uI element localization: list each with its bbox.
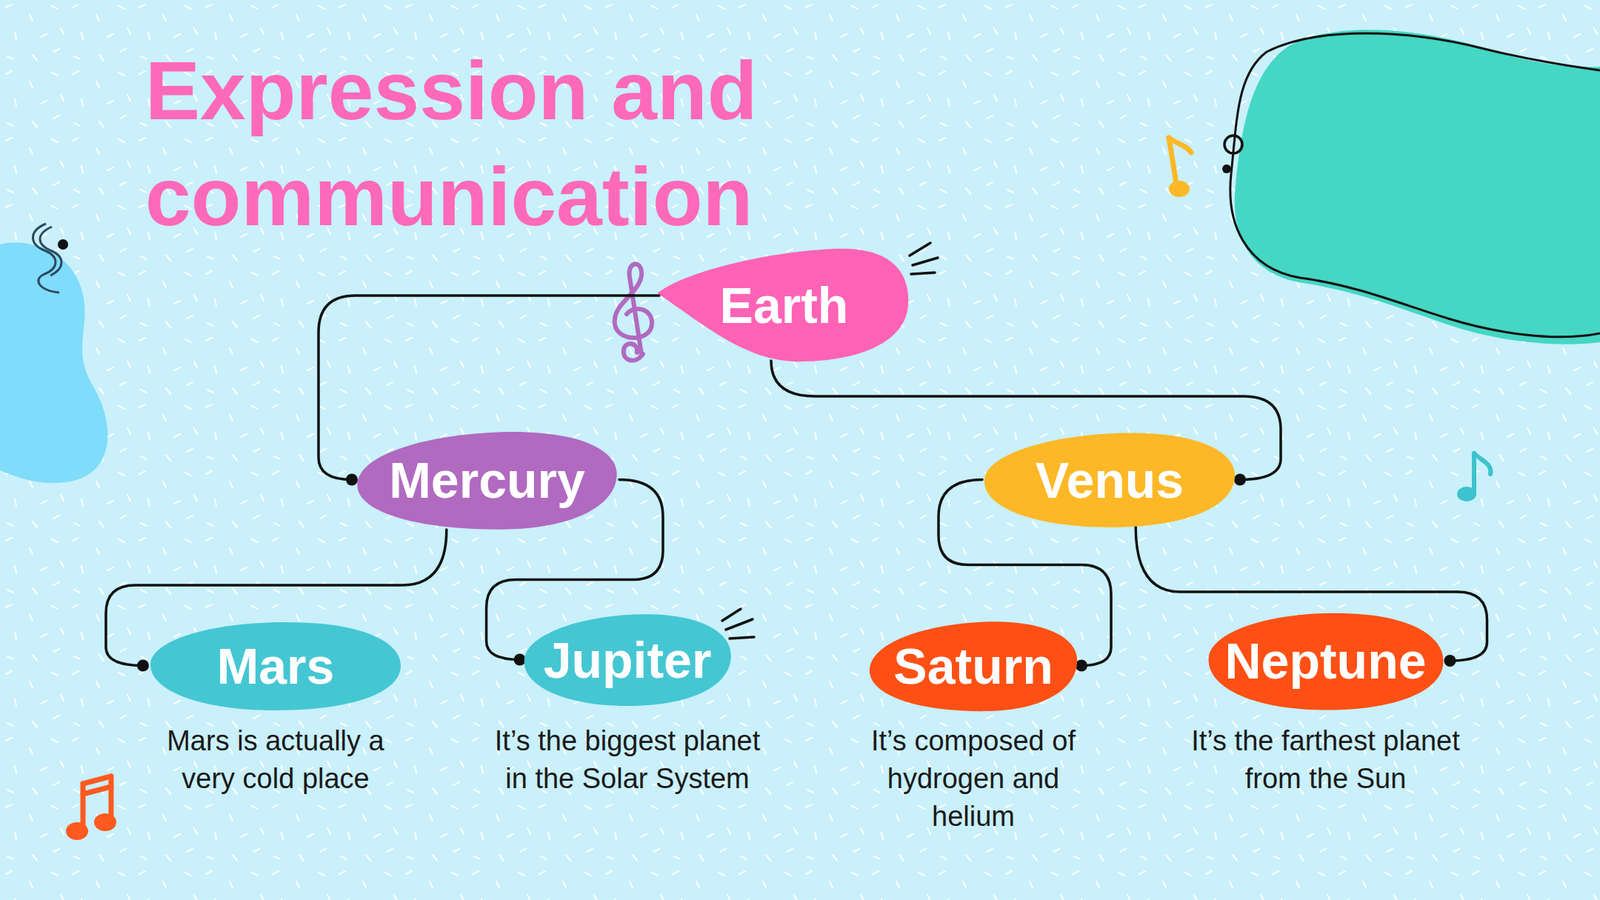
planet-node: Earth xyxy=(654,245,914,366)
planet-name: Jupiter xyxy=(543,631,712,689)
planet-node: MarsMars is actually a very cold place xyxy=(142,617,409,715)
planet-description: Mars is actually a very cold place xyxy=(142,722,409,798)
slide-title: Expression and communication xyxy=(145,38,886,251)
name-wrap: Mercury xyxy=(351,426,623,533)
blob-fill xyxy=(869,621,1078,712)
planet-description: It’s the biggest planet in the Solar Sys… xyxy=(486,722,769,798)
planet-description: It’s composed of hydrogen and helium xyxy=(854,722,1092,836)
planet-description: It’s the farthest planet from the Sun xyxy=(1177,722,1475,798)
planet-node: NeptuneIt’s the farthest planet from the… xyxy=(1201,607,1451,715)
connector-dot xyxy=(1234,474,1246,486)
planet-name: Earth xyxy=(720,276,849,335)
blob-fill xyxy=(523,614,731,706)
blob-fill xyxy=(657,248,909,362)
blob-fill xyxy=(984,432,1235,527)
planet-name: Saturn xyxy=(893,637,1053,695)
planet-name: Mercury xyxy=(388,451,586,509)
name-wrap: Earth xyxy=(654,245,914,366)
connector-dot xyxy=(1444,654,1457,667)
planet-node: Venus xyxy=(979,428,1240,531)
planet-name: Mars xyxy=(217,637,335,695)
planet-node: JupiterIt’s the biggest planet in the So… xyxy=(520,610,736,709)
planet-name: Neptune xyxy=(1225,631,1427,690)
blob-fill xyxy=(357,431,617,530)
planet-node: Mercury xyxy=(351,426,623,533)
connector-dot xyxy=(1075,660,1088,672)
blob-fill xyxy=(150,622,401,711)
name-wrap: Jupiter xyxy=(520,610,736,709)
connector-dot xyxy=(514,654,526,666)
planet-node: SaturnIt’s composed of hydrogen and heli… xyxy=(865,617,1082,715)
name-wrap: Neptune xyxy=(1201,607,1451,715)
name-wrap: Venus xyxy=(979,428,1240,531)
planet-name: Venus xyxy=(1035,451,1184,509)
blob-fill xyxy=(1208,613,1443,711)
connector-dot xyxy=(345,474,358,486)
connector-dot xyxy=(137,660,149,672)
name-wrap: Saturn xyxy=(865,617,1082,715)
name-wrap: Mars xyxy=(142,617,409,715)
